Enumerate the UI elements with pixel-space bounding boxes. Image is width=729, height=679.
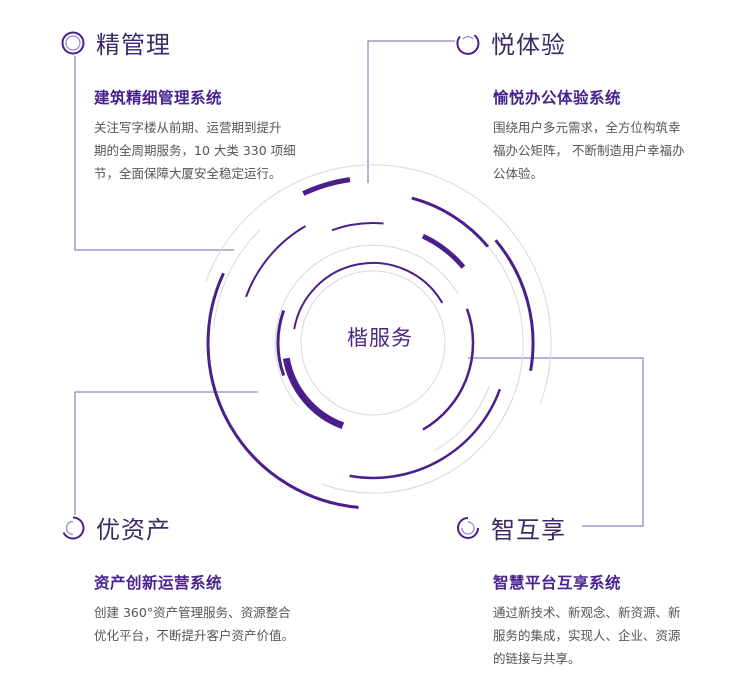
arc-dark-outer-top [302,177,351,196]
connector-zhi [468,357,644,527]
arc-dark-top-thick [421,233,466,269]
arc-dark-lower-right [349,388,502,480]
block-you-subtitle: 资产创新运营系统 [94,574,223,592]
connector-you [74,391,258,515]
block-zhi-head: 智互享 [455,510,681,545]
block-you-head: 优资产 [60,510,294,545]
ring-light-left-segment [213,229,261,330]
block-yue-subtitle: 愉悦办公体验系统 [493,89,622,107]
block-jing: 精管理 建筑精细管理系统 关注写字楼从前期、运营期到提升 期的全周期服务，10 … [60,25,296,185]
block-yue-title: 悦体验 [491,31,566,59]
arc-dark-inner-right [422,308,475,431]
block-jing-subtitle: 建筑精细管理系统 [94,89,223,107]
block-yue-head: 悦体验 [455,25,684,60]
block-zhi-desc: 通过新技术、新观念、新资源、新 服务的集成，实现人、企业、资源 的链接与共享。 [493,605,681,666]
open-ring-icon [456,33,480,55]
partial-ring-icon [62,516,85,539]
block-you-desc: 创建 360°资产管理服务、资源整合 优化平台，不断提升客户资产价值。 [94,605,295,643]
block-zhi-subtitle: 智慧平台互享系统 [493,574,622,592]
swirl-ring-icon [457,516,479,539]
block-jing-desc: 关注写字楼从前期、运营期到提升 期的全周期服务，10 大类 330 项细 节，全… [94,120,296,181]
arc-dark-outer-lower [206,272,359,509]
ring-light-inner [274,244,459,407]
arc-dark-left [245,225,306,298]
arc-dark-top [331,222,384,232]
arc-dark-outer-right [494,239,535,372]
center-label: 楷服务 [347,326,413,350]
block-zhi-title: 智互享 [491,516,566,544]
block-zhi: 智互享 智慧平台互享系统 通过新技术、新观念、新资源、新 服务的集成，实现人、企… [455,510,681,670]
block-jing-head: 精管理 [60,25,296,60]
block-jing-title: 精管理 [96,31,171,59]
block-you: 优资产 资产创新运营系统 创建 360°资产管理服务、资源整合 优化平台，不断提… [60,510,294,647]
ring-light-outer [205,164,552,405]
block-you-title: 优资产 [96,516,171,544]
connector-yue [367,40,455,183]
arc-dark-top-right [411,196,490,248]
concentric-rings [205,164,552,509]
arc-dark-inner-left [276,309,286,377]
ring-icon [61,31,85,54]
block-yue: 悦体验 愉悦办公体验系统 围绕用户多元需求，全方位构筑幸 福办公矩阵， 不断制造… [455,25,684,185]
arc-dark-thick-lower [282,357,345,429]
connector-jing [74,56,234,251]
ring-light-mid [321,212,524,494]
arc-dark-core [293,262,444,330]
ring-light-core [300,270,446,416]
connector-lines [74,40,644,527]
block-yue-desc: 围绕用户多元需求，全方位构筑幸 福办公矩阵， 不断制造用户幸福办 公体验。 [493,120,685,181]
ring-light-mid-segment [434,385,490,451]
